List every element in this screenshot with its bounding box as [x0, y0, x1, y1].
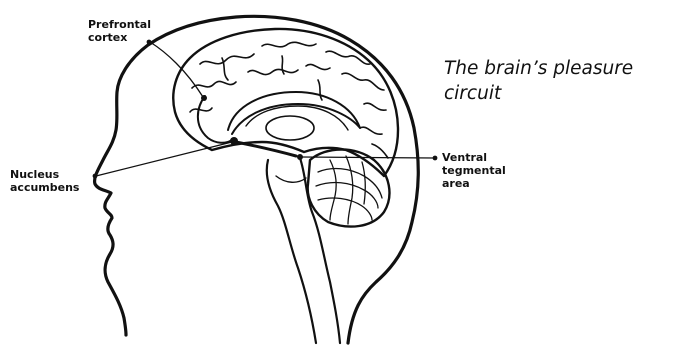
thalamus	[266, 116, 314, 140]
prefrontal-fiber	[198, 96, 232, 143]
prefrontal-cortex-label: Prefrontal cortex	[88, 18, 151, 44]
figure-caption: The brain’s pleasure circuit	[444, 56, 680, 106]
nucleus-accumbens-marker	[230, 137, 238, 145]
mesolimbic-pathway	[236, 142, 296, 156]
corpus-callosum	[228, 92, 360, 134]
nucleus-accumbens-label: Nucleus accumbens	[10, 168, 79, 194]
ventral-tegmental-area-label: Ventral tegmental area	[442, 151, 506, 190]
